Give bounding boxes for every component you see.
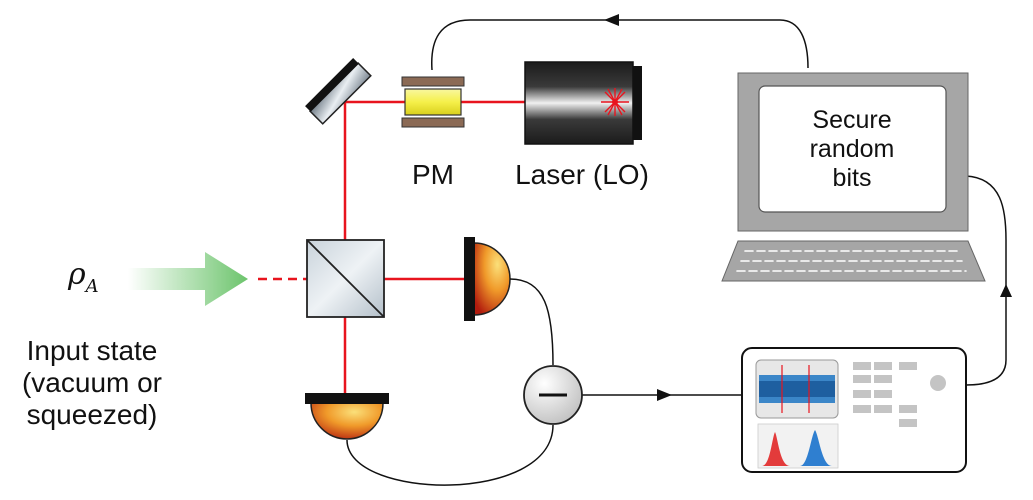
laser-label: Laser (LO): [515, 159, 649, 190]
monitor-text-line2: random: [810, 135, 895, 163]
keyboard-icon: [721, 240, 986, 282]
laser-icon: [524, 61, 642, 145]
pm-label: PM: [412, 159, 454, 190]
input-state-line2: (vacuum or: [22, 367, 162, 398]
arrowhead-to-computer: [1000, 284, 1012, 297]
monitor-text-line3: bits: [833, 164, 872, 192]
oscilloscope-icon: [741, 347, 967, 473]
input-state-line3: squeezed): [27, 399, 158, 430]
input-arrow: [128, 252, 248, 306]
mirror-icon: [305, 58, 372, 125]
photodiode-icon: [464, 237, 511, 321]
input-state-line1: Input state: [27, 335, 158, 366]
arrowhead-to-scope: [657, 389, 672, 401]
photodiode-icon: [305, 393, 389, 440]
phase-modulator-icon: [401, 76, 465, 128]
rho-label: ρA: [67, 257, 99, 297]
beam-splitter-icon: [306, 239, 385, 318]
computer-monitor-icon: [737, 72, 969, 232]
arrowhead-to-laser: [604, 14, 619, 26]
monitor-text-line1: Secure: [812, 106, 891, 134]
minus-icon: [523, 365, 583, 425]
